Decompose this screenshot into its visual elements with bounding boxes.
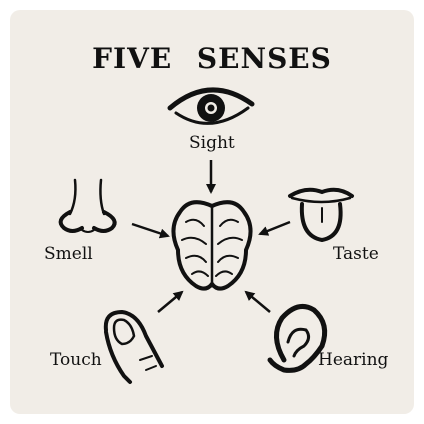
arrow-smell bbox=[131, 222, 170, 239]
arrows bbox=[131, 160, 291, 313]
label-smell: Smell bbox=[44, 244, 93, 264]
arrow-hearing bbox=[244, 290, 271, 313]
nose-icon bbox=[58, 178, 117, 233]
ear-icon bbox=[267, 303, 328, 373]
finger-icon bbox=[103, 309, 164, 384]
label-hearing: Hearing bbox=[318, 350, 389, 370]
arrow-taste bbox=[258, 220, 291, 236]
label-sight: Sight bbox=[189, 133, 235, 153]
label-taste: Taste bbox=[333, 244, 379, 264]
tongue-icon bbox=[288, 187, 354, 243]
page-title: FIVE SENSES bbox=[92, 42, 332, 75]
eye-icon bbox=[167, 87, 255, 125]
arrow-touch bbox=[157, 290, 184, 313]
label-touch: Touch bbox=[50, 350, 102, 370]
brain-icon bbox=[171, 200, 253, 291]
